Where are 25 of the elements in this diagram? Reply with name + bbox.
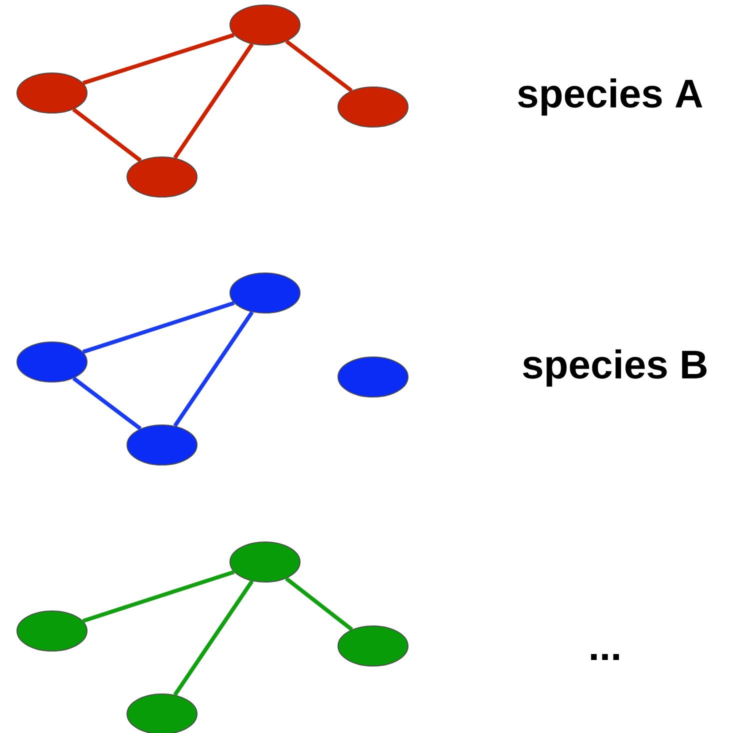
graph-vertex xyxy=(338,86,408,128)
graph-edge xyxy=(72,108,142,162)
graph-edge xyxy=(285,40,353,92)
group-label: ... xyxy=(591,654,619,660)
graph-edge xyxy=(72,376,142,430)
graph-vertex xyxy=(16,342,88,382)
graph-vertex xyxy=(16,610,88,652)
graph-edge xyxy=(284,576,354,632)
graph-edge xyxy=(173,580,254,696)
group-label: species B xyxy=(523,349,707,387)
graph-vertex xyxy=(230,272,300,314)
graph-vertex xyxy=(126,156,198,198)
graph-edge xyxy=(173,42,254,160)
graph-edge xyxy=(82,301,235,354)
graph-vertex xyxy=(126,694,198,733)
graph-vertex xyxy=(338,626,408,666)
graph-vertex xyxy=(230,4,300,46)
group-label: species A xyxy=(518,78,702,116)
graph-edge xyxy=(82,570,235,623)
graph-vertex xyxy=(16,72,88,114)
graph-vertex xyxy=(230,542,300,582)
graph-edge xyxy=(82,33,235,85)
graph-vertex xyxy=(126,424,198,466)
graph-edge xyxy=(173,310,254,428)
graph-vertex xyxy=(338,356,408,398)
